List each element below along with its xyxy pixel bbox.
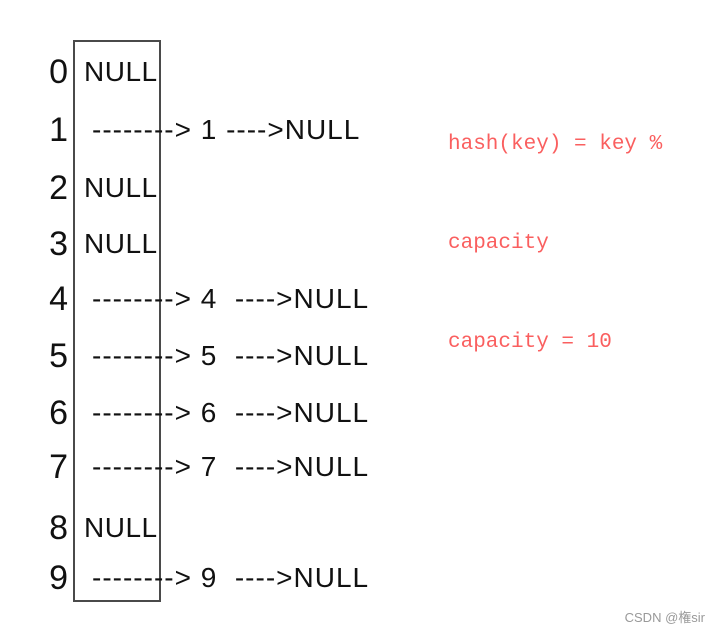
hash-formula-line-3: capacity = 10 bbox=[448, 331, 612, 354]
bucket-index: 4 bbox=[49, 280, 68, 318]
bucket-index: 6 bbox=[49, 394, 68, 432]
bucket-row: 8 NULL bbox=[0, 500, 710, 556]
bucket-row: 6 --------> 6 ---->NULL bbox=[0, 385, 710, 441]
bucket-index: 7 bbox=[49, 448, 68, 486]
bucket-array-box bbox=[73, 40, 161, 602]
bucket-chain: --------> 4 ---->NULL bbox=[92, 283, 370, 314]
bucket-index: 3 bbox=[49, 225, 68, 263]
bucket-index: 5 bbox=[49, 337, 68, 375]
hash-formula-line-2: capacity bbox=[448, 232, 549, 255]
bucket-index: 8 bbox=[49, 509, 68, 547]
bucket-row: 7 --------> 7 ---->NULL bbox=[0, 439, 710, 495]
bucket-null-label: NULL bbox=[84, 172, 158, 203]
bucket-chain: --------> 9 ---->NULL bbox=[92, 562, 370, 593]
bucket-row: 1 --------> 1 ---->NULL bbox=[0, 102, 710, 158]
hash-formula-line-1: hash(key) = key % bbox=[448, 133, 663, 156]
bucket-row: 5 --------> 5 ---->NULL bbox=[0, 328, 710, 384]
bucket-null-label: NULL bbox=[84, 512, 158, 543]
bucket-row: 4 --------> 4 ---->NULL bbox=[0, 271, 710, 327]
bucket-index: 9 bbox=[49, 559, 68, 597]
bucket-chain: --------> 5 ---->NULL bbox=[92, 340, 370, 371]
bucket-index: 1 bbox=[49, 111, 68, 149]
bucket-row: 2 NULL bbox=[0, 160, 710, 216]
bucket-chain: --------> 6 ---->NULL bbox=[92, 397, 370, 428]
bucket-row: 0 NULL bbox=[0, 44, 710, 100]
watermark: CSDN @権sir bbox=[624, 610, 705, 625]
bucket-chain: --------> 1 ---->NULL bbox=[92, 114, 361, 145]
hash-formula: hash(key) = key % capacity capacity = 10 bbox=[448, 62, 662, 425]
bucket-chain: --------> 7 ---->NULL bbox=[92, 451, 370, 482]
bucket-index: 2 bbox=[49, 169, 68, 207]
bucket-row: 9 --------> 9 ---->NULL bbox=[0, 550, 710, 606]
bucket-null-label: NULL bbox=[84, 56, 158, 87]
bucket-index: 0 bbox=[49, 53, 68, 91]
bucket-row: 3 NULL bbox=[0, 216, 710, 272]
bucket-null-label: NULL bbox=[84, 228, 158, 259]
